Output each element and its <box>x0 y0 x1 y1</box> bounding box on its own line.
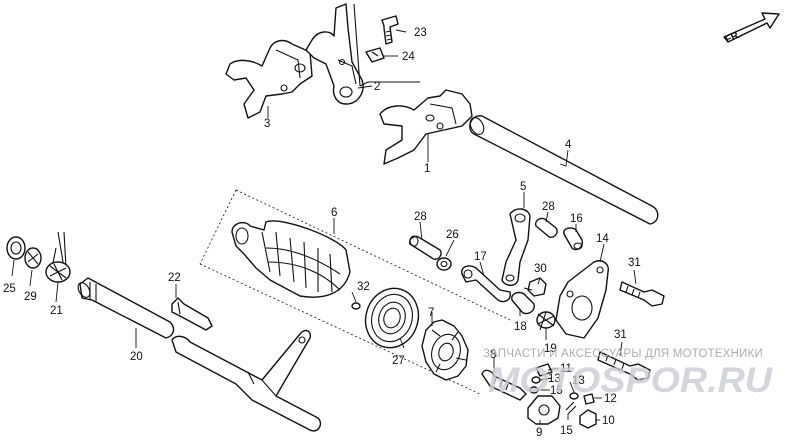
callout-numbers: 3 2 1 4 5 6 7 8 9 10 11 12 13 13 14 15 1… <box>3 27 641 439</box>
spring-19-drawing <box>536 311 556 331</box>
callout-1-3: 3 <box>264 118 270 130</box>
callout-1: 1 <box>424 163 430 175</box>
shift-fork-2-drawing <box>305 3 364 105</box>
callout-4: 4 <box>565 139 572 151</box>
pin-22-drawing <box>171 297 213 331</box>
callout-27: 27 <box>392 355 405 367</box>
drum-center-7-drawing <box>421 319 469 381</box>
callout-31-upper: 31 <box>628 257 641 269</box>
callout-26: 26 <box>446 229 459 241</box>
callout-29: 29 <box>24 291 37 303</box>
fork-shaft-4-drawing <box>469 115 659 225</box>
bolt-30-drawing <box>523 277 547 297</box>
bolt-31-upper-drawing <box>619 281 665 307</box>
callout-15-upper: 15 <box>550 385 563 397</box>
callout-14: 14 <box>596 233 609 245</box>
collar-16-drawing <box>563 227 584 251</box>
stopper-link-17-drawing <box>461 265 512 303</box>
shift-drum-6-drawing <box>231 220 351 298</box>
callout-20: 20 <box>130 351 143 363</box>
collar-18-drawing <box>511 291 535 315</box>
stopper-plate-14-drawing <box>555 260 609 339</box>
callout-24: 24 <box>402 51 415 63</box>
watermark-logo: MOTOSPOR.RU <box>488 361 773 400</box>
watermark: ЗАПЧАСТИ И АКСЕССУАРЫ ДЛЯ МОТОТЕХНИКИ MO… <box>483 348 773 400</box>
callout-30: 30 <box>534 263 547 275</box>
callout-31-lower: 31 <box>614 329 627 341</box>
callout-9: 9 <box>536 427 542 439</box>
pin-13-lower-drawing <box>569 392 579 400</box>
gearshift-spindle-20-drawing <box>77 277 322 432</box>
fork-pin-guide-line <box>353 3 420 87</box>
collar-28-right-drawing <box>534 217 558 238</box>
stopper-arm-5-drawing <box>501 208 531 286</box>
pin-12-drawing <box>583 393 595 405</box>
washer-25-drawing <box>6 236 26 260</box>
callout-13-upper: 13 <box>548 373 561 385</box>
shift-fork-1-drawing <box>379 89 473 165</box>
callout-6: 6 <box>331 207 337 219</box>
callout-15-lower: 15 <box>560 425 573 437</box>
callout-7: 7 <box>428 307 434 319</box>
pin-11-drawing <box>535 363 553 377</box>
collar-28-left-drawing <box>408 235 442 260</box>
drum-pin-32-drawing <box>351 302 361 310</box>
callout-28-left: 28 <box>414 211 427 223</box>
pin-15-lower-drawing <box>565 401 577 415</box>
callout-5: 5 <box>520 181 526 193</box>
callout-23: 23 <box>414 27 427 39</box>
callout-22: 22 <box>168 272 181 284</box>
callout-18: 18 <box>514 321 527 333</box>
bolt-23-drawing <box>381 15 399 45</box>
shift-fork-3-drawing <box>225 39 313 119</box>
callout-12: 12 <box>604 393 617 405</box>
callout-8: 8 <box>490 349 496 361</box>
bolt-10-drawing <box>579 409 597 429</box>
spring-29-drawing <box>24 247 42 269</box>
watermark-caption: ЗАПЧАСТИ И АКСЕССУАРЫ ДЛЯ МОТОТЕХНИКИ <box>483 348 763 360</box>
bearing-27-drawing <box>364 287 420 349</box>
callout-28-right: 28 <box>542 201 555 213</box>
bolt-8-drawing <box>481 369 527 401</box>
callout-16: 16 <box>570 213 583 225</box>
cam-plate-9-drawing <box>527 395 561 425</box>
callout-32: 32 <box>357 281 370 293</box>
bolt-31-lower-drawing <box>597 351 651 381</box>
callout-25: 25 <box>3 283 16 295</box>
callout-17: 17 <box>474 251 487 263</box>
callout-13-lower: 13 <box>572 375 585 387</box>
cap-26-drawing <box>436 257 452 271</box>
leader-lines <box>11 29 637 424</box>
callout-21: 21 <box>50 305 63 317</box>
washer-24-drawing <box>365 47 385 63</box>
callout-10: 10 <box>602 415 615 427</box>
callout-11: 11 <box>560 363 572 375</box>
callout-2: 2 <box>374 81 380 93</box>
front-direction-arrow-icon: FR. <box>723 12 780 46</box>
return-spring-21-drawing <box>45 231 71 283</box>
callout-19: 19 <box>544 343 557 355</box>
